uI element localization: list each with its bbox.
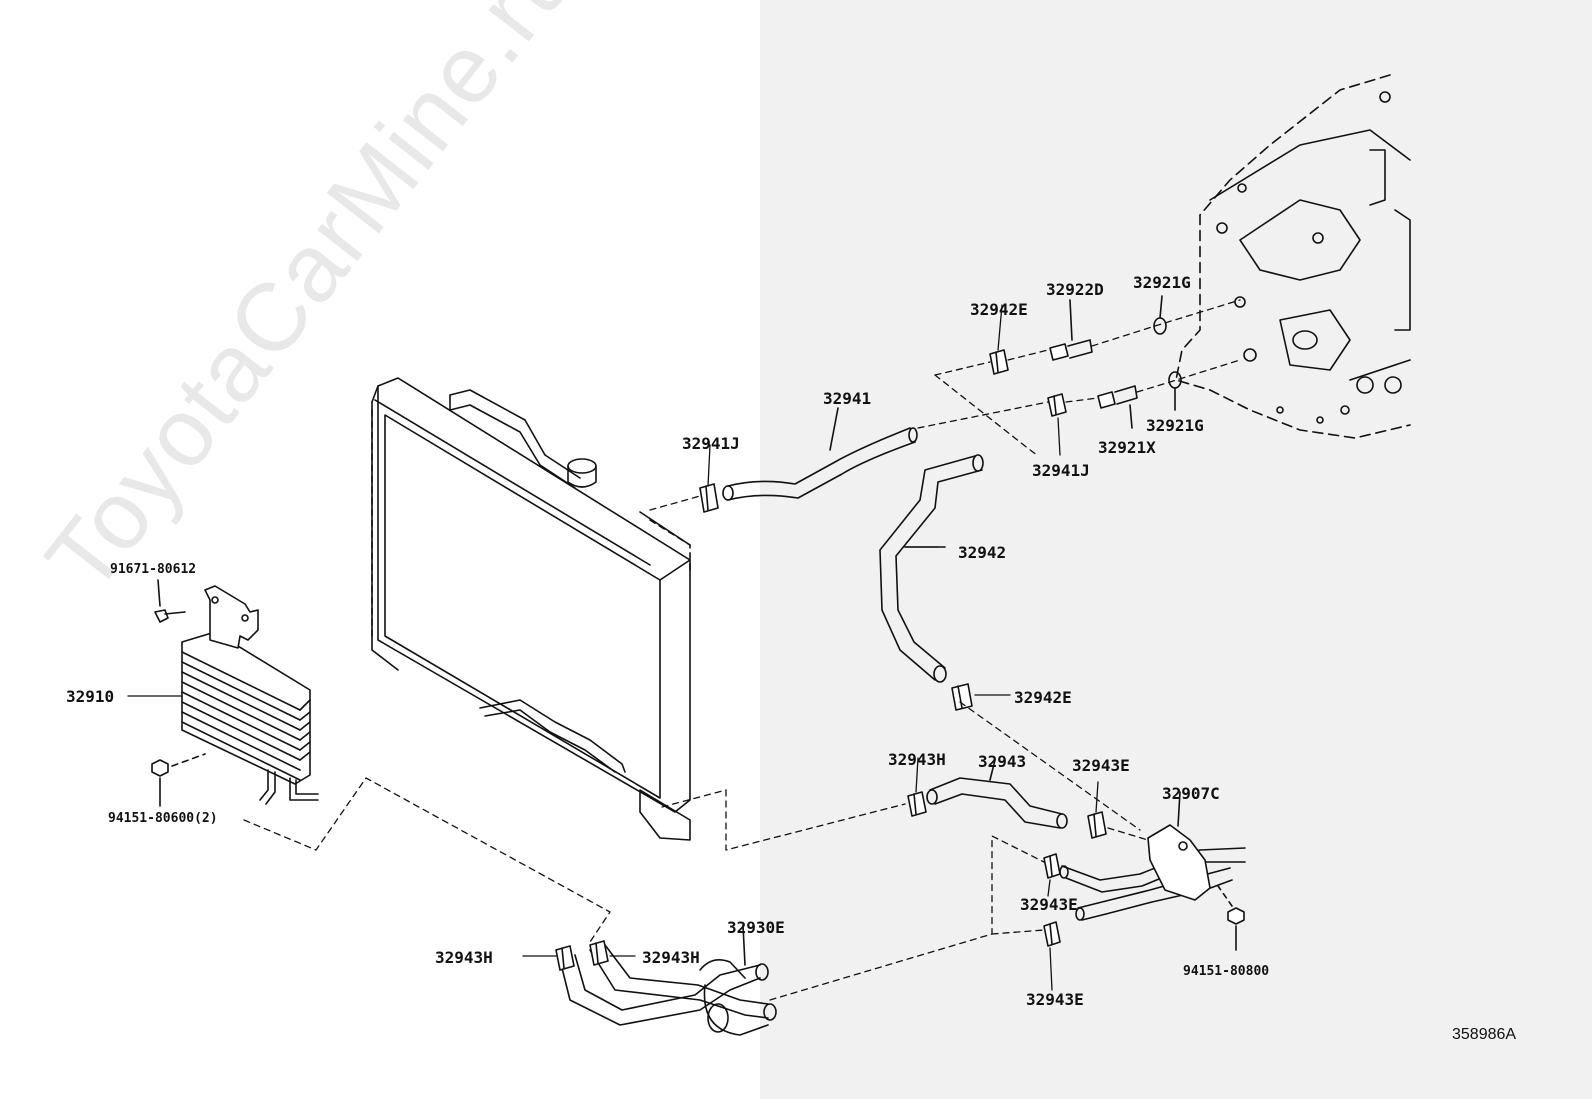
label-32943e-bottom: 32943E: [1026, 990, 1084, 1009]
label-32943e-top: 32943E: [1072, 756, 1130, 775]
label-32907c: 32907C: [1162, 784, 1220, 803]
label-32921x: 32921X: [1098, 438, 1156, 457]
label-32943h-right: 32943H: [642, 948, 700, 967]
label-32942e-top: 32942E: [970, 300, 1028, 319]
nut-94151-80600: [151, 753, 206, 807]
hose-32943: [926, 759, 1068, 829]
label-32942e-mid: 32942E: [1014, 688, 1072, 707]
bolt-91671-80612: [154, 579, 186, 623]
label-32943h-left: 32943H: [435, 948, 493, 967]
label-32930e: 32930E: [727, 918, 785, 937]
label-91671-80612: 91671-80612: [110, 562, 197, 577]
label-32921g-bottom: 32921G: [1146, 416, 1204, 435]
nut-94151-80800: [1217, 885, 1245, 951]
leader-lines: [127, 304, 1099, 991]
label-32943e-mid: 32943E: [1020, 895, 1078, 914]
fittings: [1049, 295, 1182, 429]
diagram-reference-code: 358986A: [1452, 1026, 1517, 1043]
label-32941j-right: 32941J: [1032, 461, 1090, 480]
transmission-housing: [1175, 74, 1411, 439]
label-32941: 32941: [823, 389, 872, 408]
label-94151-80600: 94151-80600(2): [108, 811, 218, 826]
hose-32930e: [559, 924, 777, 1036]
label-32910: 32910: [66, 687, 115, 706]
label-32943: 32943: [978, 752, 1027, 771]
pipe-assembly-32907c: [1059, 791, 1246, 921]
label-32922d: 32922D: [1046, 280, 1104, 299]
oil-cooler: [181, 585, 319, 805]
label-32941j-top: 32941J: [682, 434, 740, 453]
hose-clamps: [555, 349, 1107, 971]
hose-32941: [722, 407, 918, 501]
label-32943h-mid: 32943H: [888, 750, 946, 769]
radiator: [371, 377, 691, 841]
hose-32942: [879, 454, 984, 683]
shaded-background-panel: [760, 0, 1592, 1099]
label-94151-80800: 94151-80800: [1183, 964, 1270, 979]
routing-lines: [243, 299, 1241, 1001]
label-32921g-top: 32921G: [1133, 273, 1191, 292]
label-32942: 32942: [958, 543, 1007, 562]
